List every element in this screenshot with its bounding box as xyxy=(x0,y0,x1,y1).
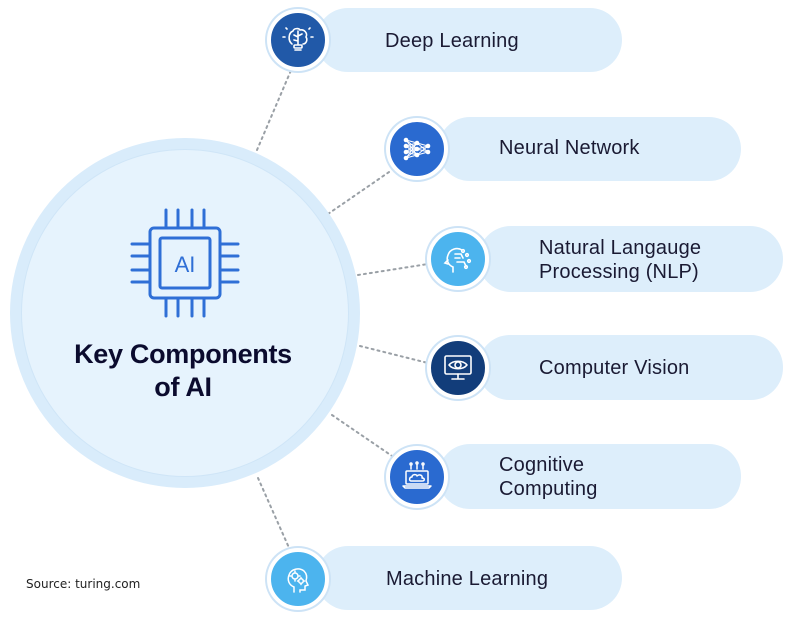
component-label-line: Neural Network xyxy=(499,137,640,159)
connector-machine-learning xyxy=(257,477,291,551)
component-deep-learning xyxy=(316,8,622,72)
component-icon-deep-learning xyxy=(267,9,329,71)
ai-chip-icon: AI xyxy=(130,208,240,318)
component-label-line: Processing (NLP) xyxy=(539,261,699,283)
chip-label: AI xyxy=(175,252,196,277)
hub-circle xyxy=(22,150,348,476)
connector-deep-learning xyxy=(256,67,293,151)
component-icon-cognitive-computing xyxy=(386,446,448,508)
hub-title: Key Components of AI xyxy=(42,338,324,404)
component-computer-vision xyxy=(478,335,783,400)
component-icon-nlp xyxy=(427,228,489,290)
component-label-line: Natural Langauge xyxy=(539,237,702,259)
component-cognitive-computing xyxy=(438,444,741,509)
component-label-machine-learning: Machine Learning xyxy=(386,567,548,591)
neural-network-icon xyxy=(403,137,431,161)
hub-title-line-2: of AI xyxy=(154,372,212,402)
component-label-line: Deep Learning xyxy=(385,30,519,52)
brain-bulb-icon xyxy=(282,27,314,51)
component-label-nlp: Natural Langauge Processing (NLP) xyxy=(539,236,701,284)
component-neural-network xyxy=(438,117,741,181)
connector-computer-vision xyxy=(359,345,429,364)
component-label-line: Machine Learning xyxy=(386,568,549,590)
component-label-line: Computing xyxy=(499,478,598,500)
cloud-laptop-icon xyxy=(402,461,432,489)
component-icon-computer-vision xyxy=(427,337,489,399)
component-label-neural-network: Neural Network xyxy=(499,136,640,160)
component-icon-neural-network xyxy=(386,118,448,180)
head-gears-icon xyxy=(287,568,310,593)
component-label-line: Cognitive xyxy=(499,454,585,476)
head-circuit-icon xyxy=(443,247,472,273)
connector-neural-network xyxy=(327,169,393,215)
component-label-computer-vision: Computer Vision xyxy=(539,356,689,380)
component-label-deep-learning: Deep Learning xyxy=(385,29,519,53)
connector-cognitive-computing xyxy=(331,414,393,457)
component-icon-machine-learning xyxy=(267,548,329,610)
component-label-line: Computer Vision xyxy=(539,357,690,379)
component-label-cognitive-computing: Cognitive Computing xyxy=(499,453,598,501)
connector-nlp xyxy=(357,263,429,276)
component-nlp xyxy=(478,226,783,292)
source-caption: Source: turing.com xyxy=(26,577,141,591)
eye-monitor-icon xyxy=(444,355,472,380)
component-machine-learning xyxy=(316,546,622,610)
hub-title-line-1: Key Components xyxy=(74,339,292,369)
